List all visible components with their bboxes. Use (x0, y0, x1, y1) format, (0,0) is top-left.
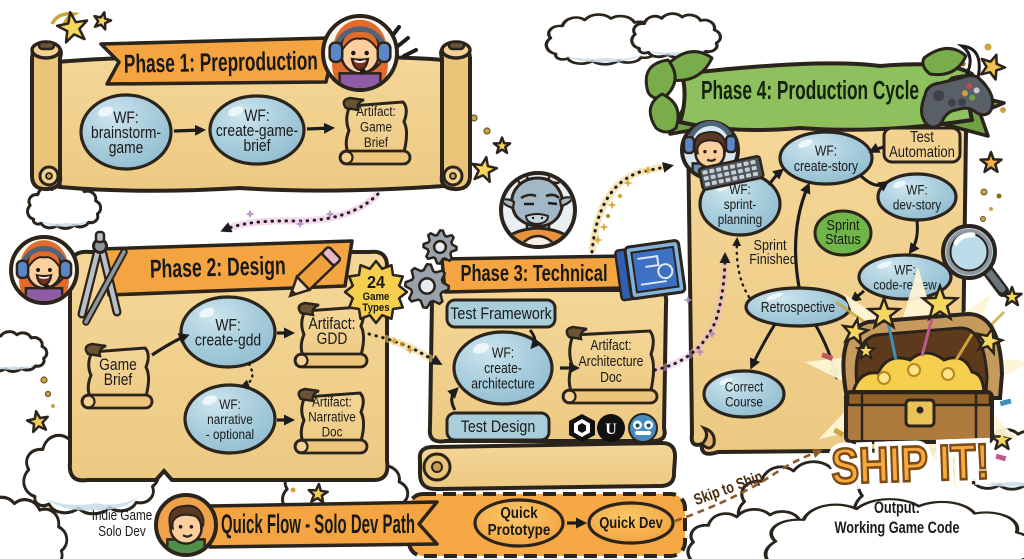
svg-text:WF:: WF: (894, 261, 916, 277)
svg-text:WF:: WF: (215, 316, 240, 334)
svg-text:Phase 4: Production Cycle: Phase 4: Production Cycle (701, 75, 919, 104)
svg-text:Types: Types (362, 301, 389, 314)
svg-text:Game: Game (363, 290, 390, 303)
svg-text:Architecture: Architecture (579, 353, 644, 369)
svg-text:brief: brief (244, 137, 272, 155)
svg-text:narrative: narrative (207, 411, 253, 427)
svg-text:WF:: WF: (815, 142, 837, 158)
svg-text:Test Framework: Test Framework (450, 305, 552, 323)
svg-text:SHIP IT!: SHIP IT! (830, 433, 990, 495)
svg-text:architecture: architecture (471, 376, 535, 392)
svg-text:Quick Dev: Quick Dev (599, 515, 663, 532)
svg-text:WF:: WF: (906, 181, 928, 197)
svg-text:create-game-: create-game- (216, 122, 298, 140)
svg-text:- optional: - optional (206, 426, 254, 442)
svg-text:SHIP IT!: SHIP IT! (830, 433, 990, 495)
svg-text:Output:: Output: (874, 498, 920, 517)
svg-text:Narrative: Narrative (308, 408, 356, 424)
svg-text:game: game (109, 139, 144, 157)
svg-text:WF:: WF: (729, 181, 751, 197)
svg-text:WF:: WF: (113, 109, 138, 127)
svg-text:Test Design: Test Design (461, 418, 536, 436)
svg-text:create-gdd: create-gdd (195, 331, 261, 349)
svg-text:Course: Course (725, 393, 763, 409)
svg-text:Correct: Correct (725, 378, 764, 394)
svg-text:Finished: Finished (749, 250, 797, 267)
svg-text:Phase 3: Technical: Phase 3: Technical (460, 261, 607, 286)
svg-text:Game: Game (360, 119, 392, 135)
svg-text:WF:: WF: (244, 107, 269, 125)
svg-text:sprint-: sprint- (724, 196, 757, 212)
svg-text:Quick: Quick (500, 505, 538, 522)
svg-text:Doc: Doc (600, 369, 622, 385)
svg-text:brainstorm-: brainstorm- (91, 124, 161, 142)
svg-text:Game: Game (99, 356, 137, 374)
svg-text:GDD: GDD (317, 330, 348, 348)
svg-text:Automation: Automation (889, 144, 955, 161)
svg-text:Artifact:: Artifact: (356, 103, 396, 119)
svg-text:planning: planning (718, 211, 762, 227)
svg-text:Sprint: Sprint (754, 236, 787, 253)
svg-text:Phase 1: Preproduction: Phase 1: Preproduction (124, 46, 318, 79)
svg-text:Phase 2: Design: Phase 2: Design (149, 251, 286, 284)
svg-text:Test: Test (910, 129, 934, 146)
svg-text:Brief: Brief (104, 371, 133, 389)
svg-text:Working Game Code: Working Game Code (834, 518, 959, 537)
svg-text:create-story: create-story (794, 158, 859, 174)
svg-text:24: 24 (367, 272, 385, 292)
svg-text:Indie Game: Indie Game (92, 507, 152, 524)
svg-text:WF:: WF: (492, 345, 514, 361)
svg-text:Doc: Doc (322, 423, 343, 439)
svg-text:Brief: Brief (364, 134, 389, 150)
svg-text:WF:: WF: (219, 396, 241, 412)
svg-text:U: U (605, 421, 617, 438)
svg-text:code-review: code-review (873, 276, 937, 292)
svg-text:create-: create- (484, 360, 522, 376)
svg-text:Prototype: Prototype (488, 522, 551, 539)
svg-text:Quick Flow - Solo Dev Path: Quick Flow - Solo Dev Path (221, 508, 415, 539)
svg-text:Status: Status (825, 230, 861, 247)
svg-text:Sprint: Sprint (827, 216, 860, 233)
svg-text:Artifact:: Artifact: (312, 393, 352, 409)
svg-text:Artifact:: Artifact: (590, 337, 631, 353)
svg-text:Solo Dev: Solo Dev (98, 523, 146, 540)
svg-text:Artifact:: Artifact: (309, 315, 356, 333)
svg-text:Retrospective: Retrospective (761, 299, 835, 315)
svg-text:dev-story: dev-story (893, 196, 942, 212)
